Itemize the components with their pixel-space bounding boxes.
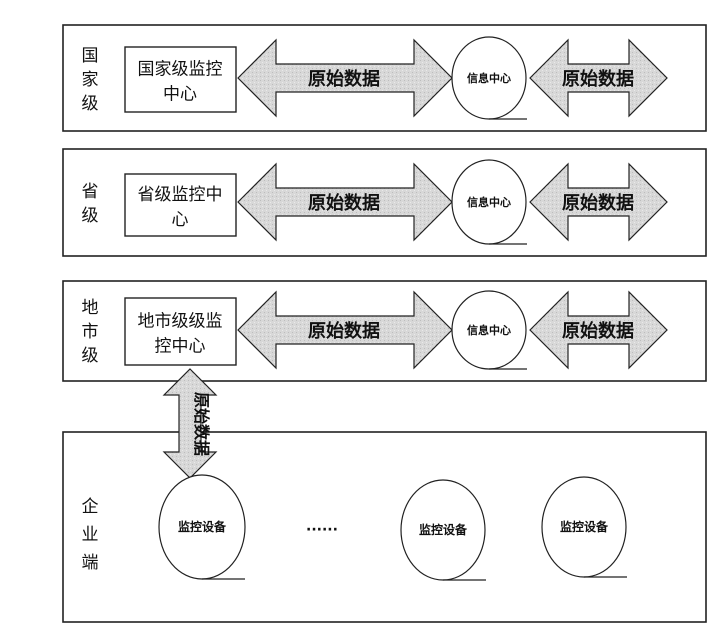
data-flow-label: 原始数据 <box>308 320 380 342</box>
monitoring-center-label: 心 <box>172 210 189 230</box>
level-label-char: 级 <box>82 206 99 226</box>
level-label-char: 级 <box>82 346 99 366</box>
data-flow-label: 原始数据 <box>308 192 380 214</box>
monitoring-center-box <box>124 46 237 113</box>
monitoring-center-label: 省级监控中 <box>138 185 223 205</box>
outbound-data-label: 原始数据 <box>562 68 634 90</box>
enterprise-label-char: 企 <box>82 497 99 517</box>
level-label-char: 级 <box>82 94 99 114</box>
level-frame <box>62 280 707 382</box>
level-label-char: 家 <box>82 70 99 90</box>
level-label-char: 国 <box>82 46 99 66</box>
monitoring-center-label: 地市级级监 <box>138 312 223 332</box>
outbound-data-arrow <box>529 38 668 118</box>
data-flow-label: 原始数据 <box>308 68 380 90</box>
monitoring-device: 监控设备 <box>541 476 627 578</box>
monitoring-center-label: 国家级监控 <box>138 60 223 80</box>
enterprise-label-char: 端 <box>82 553 99 573</box>
level-frame <box>62 148 707 257</box>
info-center-label: 信息中心 <box>467 71 511 85</box>
level-frame <box>62 24 707 132</box>
vertical-data-label: 原始数据 <box>192 392 211 456</box>
monitoring-device: 监控设备 <box>400 479 486 581</box>
info-center-label: 信息中心 <box>467 195 511 209</box>
ellipsis-more-devices: ······ <box>306 522 338 538</box>
level-label-char: 地 <box>82 298 99 318</box>
monitoring-device: 监控设备 <box>158 474 246 580</box>
outbound-data-arrow <box>529 290 668 370</box>
outbound-data-arrow <box>529 162 668 242</box>
monitoring-center-label: 控中心 <box>155 337 206 357</box>
monitoring-center-label: 中心 <box>163 85 197 105</box>
outbound-data-label: 原始数据 <box>562 320 634 342</box>
enterprise-label-char: 业 <box>82 525 99 545</box>
monitoring-device-label: 监控设备 <box>419 522 468 537</box>
monitoring-center-box <box>124 173 237 237</box>
enterprise-frame <box>62 431 707 623</box>
monitoring-device-label: 监控设备 <box>560 519 609 534</box>
info-center-label: 信息中心 <box>467 323 511 337</box>
level-label-char: 省 <box>82 182 99 202</box>
outbound-data-label: 原始数据 <box>562 192 634 214</box>
level-label-char: 市 <box>82 322 99 342</box>
monitoring-center-box <box>124 297 237 366</box>
monitoring-device-label: 监控设备 <box>178 519 227 534</box>
